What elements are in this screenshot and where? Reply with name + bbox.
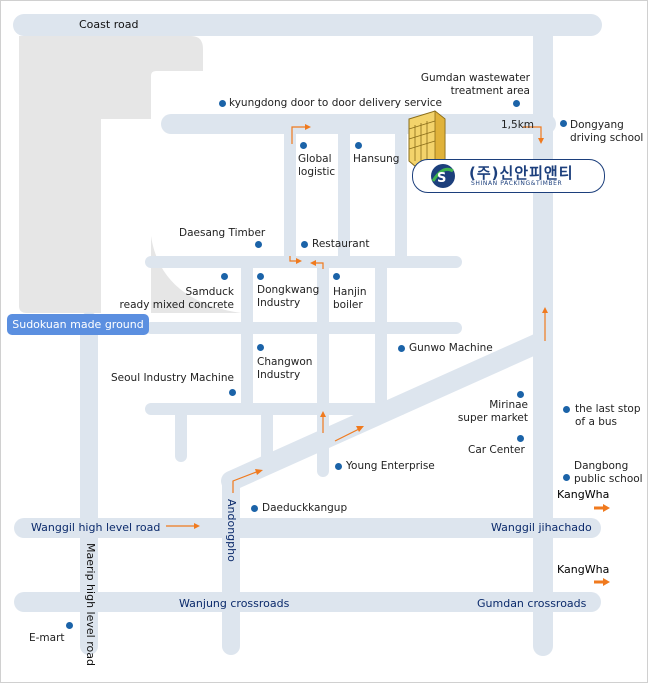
label-restaurant: Restaurant xyxy=(312,238,370,250)
marker-dongkwang xyxy=(257,273,264,280)
svg-text:S: S xyxy=(437,171,446,186)
marker-global xyxy=(300,142,307,149)
company-logo: S (주)신안피앤티 SHINAN PACKING&TIMBER xyxy=(412,159,605,193)
label-gunwo: Gunwo Machine xyxy=(409,342,493,354)
road-label-coast: Coast road xyxy=(79,18,139,31)
label-daeduck: Daeduckkangup xyxy=(262,502,348,514)
marker-daeduck xyxy=(251,505,258,512)
marker-gunwo xyxy=(398,345,405,352)
marker-carcenter xyxy=(517,435,524,442)
label-daesang: Daesang Timber xyxy=(179,227,266,239)
marker-young xyxy=(335,463,342,470)
marker-samduck xyxy=(221,273,228,280)
marker-dangbong xyxy=(563,474,570,481)
label-kangwha-1: KangWha xyxy=(557,488,610,501)
road-network xyxy=(13,14,602,656)
marker-dongyang xyxy=(560,120,567,127)
marker-hansung xyxy=(355,142,362,149)
company-name-english: SHINAN PACKING&TIMBER xyxy=(471,180,563,187)
road-label-wanjung: Wanjung crossroads xyxy=(179,597,290,610)
label-seoul: Seoul Industry Machine xyxy=(111,372,234,384)
marker-lastbus xyxy=(563,406,570,413)
label-young: Young Enterprise xyxy=(346,460,435,472)
marker-kyungdong xyxy=(219,100,226,107)
marker-daesang xyxy=(255,241,262,248)
label-hansung: Hansung xyxy=(353,153,400,165)
marker-gumdan-waste xyxy=(513,100,520,107)
road-label-wanggil-jihachado: Wanggil jihachado xyxy=(491,521,592,534)
sudokuan-ground-badge: Sudokuan made ground xyxy=(7,314,149,335)
marker-hanjin xyxy=(333,273,340,280)
road-label-maerip: Maerip high level road xyxy=(84,543,97,666)
company-name-korean: (주)신안피앤티 xyxy=(469,164,574,182)
label-emart: E-mart xyxy=(29,632,65,644)
label-kangwha-2: KangWha xyxy=(557,563,610,576)
shinan-logo-icon: S xyxy=(431,164,455,188)
direction-arrows xyxy=(166,126,546,527)
marker-restaurant xyxy=(301,241,308,248)
road-label-wanggil-high: Wanggil high level road xyxy=(31,521,161,534)
reclaimed-land xyxy=(19,36,203,313)
marker-emart xyxy=(66,622,73,629)
arrow-heads xyxy=(194,124,610,586)
marker-seoul xyxy=(229,389,236,396)
label-kyungdong: kyungdong door to door delivery service xyxy=(229,97,442,109)
reclaimed-land-curve xyxy=(151,131,241,313)
road-label-gumdan: Gumdan crossroads xyxy=(477,597,587,610)
road-label-andongpho: Andongpho xyxy=(225,499,238,562)
marker-changwon xyxy=(257,344,264,351)
label-carcenter: Car Center xyxy=(468,444,525,456)
distance-label: 1,5km xyxy=(501,119,535,131)
marker-mirinae xyxy=(517,391,524,398)
